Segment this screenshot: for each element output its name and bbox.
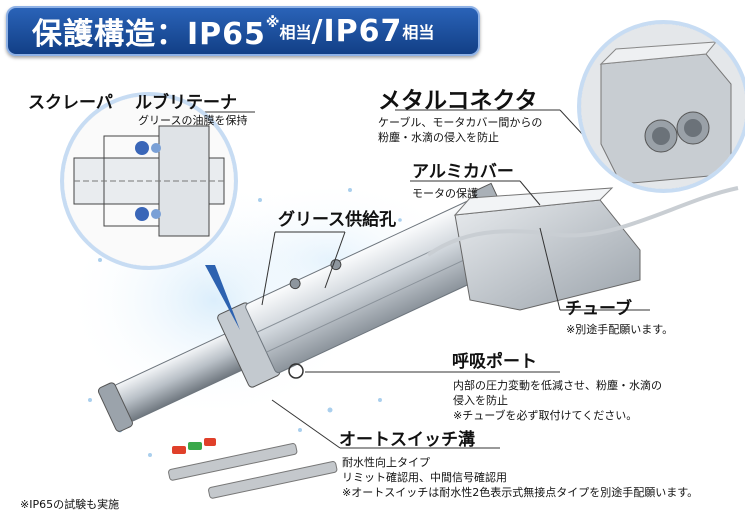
desc-breather-1: 内部の圧力変動を低減させ、粉塵・水滴の bbox=[453, 379, 662, 392]
note-breather: ※チューブを必ず取付けてください。 bbox=[453, 409, 638, 422]
breather-port bbox=[288, 363, 304, 379]
desc-aluminum-cover: モータの保護 bbox=[412, 187, 478, 200]
label-grease-port: グリース供給孔 bbox=[278, 210, 397, 230]
connector-illustration bbox=[581, 24, 745, 189]
grease-port-2 bbox=[330, 259, 342, 271]
title-small-a: 相当 bbox=[279, 23, 312, 42]
tube-line bbox=[426, 186, 739, 257]
title-mark: ※ bbox=[265, 15, 280, 31]
label-aluminum-cover: アルミカバー bbox=[412, 162, 514, 182]
label-auto-switch-groove: オートスイッチ溝 bbox=[339, 430, 475, 450]
auto-switches bbox=[168, 438, 338, 499]
title-main-a: 保護構造：IP65 bbox=[32, 17, 266, 52]
label-breather-port: 呼吸ポート bbox=[452, 352, 537, 372]
desc-breather-2: 侵入を防止 bbox=[453, 394, 508, 407]
note-tube: ※別途手配願います。 bbox=[566, 323, 674, 336]
desc-auto-switch-1: 耐水性向上タイプ bbox=[342, 456, 430, 469]
title-small-b: 相当 bbox=[402, 23, 435, 42]
desc-metal-connector-1: ケーブル、モータカバー間からの bbox=[378, 116, 543, 129]
scraper-detail-circle bbox=[60, 92, 238, 270]
label-scraper: スクレーパ bbox=[28, 93, 113, 113]
desc-metal-connector-2: 粉塵・水滴の侵入を防止 bbox=[378, 131, 499, 144]
title-banner: 保護構造：IP65 ※ 相当 /IP67 相当 bbox=[6, 6, 480, 56]
desc-lubri-retainer: グリースの油膜を保持 bbox=[138, 114, 248, 127]
led-red bbox=[172, 446, 186, 454]
label-metal-connector: メタルコネクタ bbox=[378, 88, 538, 114]
label-lubri-retainer: ルブリテーナ bbox=[135, 93, 237, 113]
cross-section-illustration bbox=[64, 96, 234, 266]
desc-auto-switch-2: リミット確認用、中間信号確認用 bbox=[342, 471, 507, 484]
metal-connector-circle bbox=[577, 20, 745, 193]
label-tube: チューブ bbox=[565, 299, 632, 319]
grease-port-1 bbox=[289, 278, 301, 290]
title-main-b: /IP67 bbox=[311, 13, 403, 49]
footnote-ip65: ※IP65の試験も実施 bbox=[20, 498, 120, 511]
note-auto-switch: ※オートスイッチは耐水性2色表示式無接点タイプを別途手配願います。 bbox=[342, 486, 699, 499]
led-green bbox=[188, 442, 202, 450]
